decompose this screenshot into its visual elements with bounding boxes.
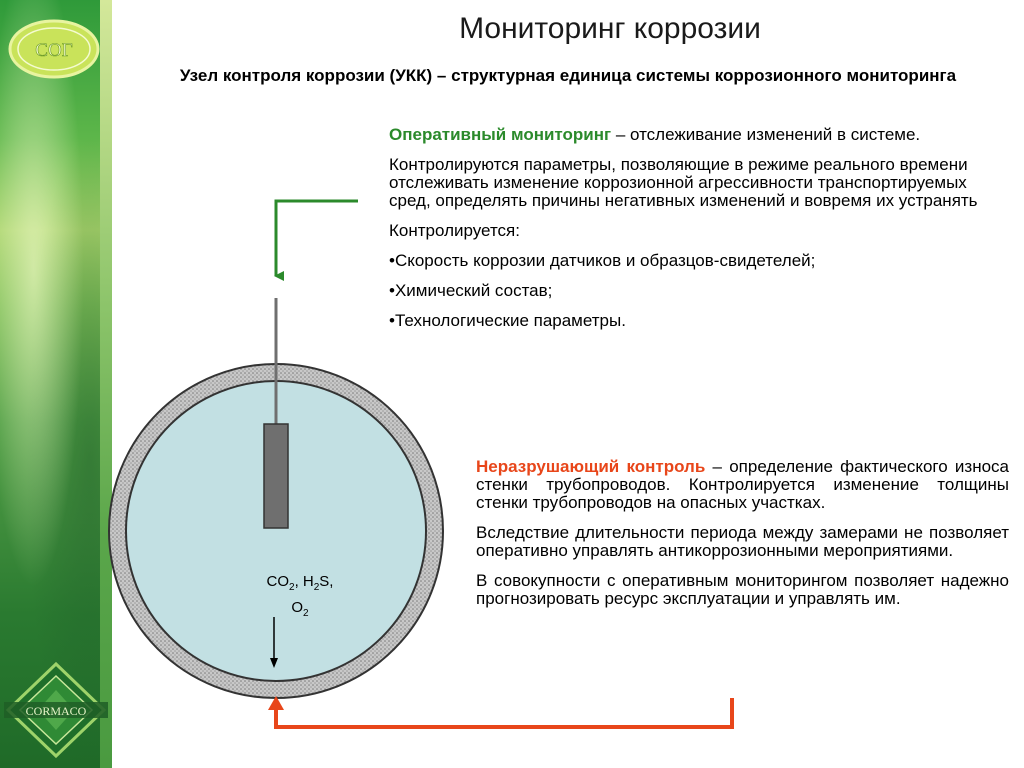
gas-s: S, bbox=[319, 573, 334, 590]
gas-h-sub: 2 bbox=[313, 582, 320, 593]
corrosion-probe bbox=[263, 423, 289, 529]
bottom-logo-text: CORMACO bbox=[26, 704, 87, 718]
page-title: Мониторинг коррозии bbox=[459, 12, 761, 45]
ndt-lead-paragraph: Неразрушающий контроль – определение фак… bbox=[476, 458, 1009, 512]
gas-arrow-head bbox=[270, 658, 278, 668]
page-subtitle: Узел контроля коррозии (УКК) – структурн… bbox=[179, 66, 957, 85]
bottom-logo: CORMACO bbox=[4, 661, 108, 759]
controlled-label: Контролируется: bbox=[389, 221, 520, 240]
bullet-item: •Технологические параметры. bbox=[389, 311, 626, 330]
ndt-arrow-line bbox=[274, 698, 734, 729]
top-logo-text: СОГ bbox=[35, 40, 72, 61]
decorative-sidebar bbox=[0, 0, 112, 768]
top-logo: СОГ bbox=[8, 19, 100, 79]
bullet-item: •Химический состав; bbox=[389, 281, 553, 300]
ndt-paragraph-3: В совокупности с оперативным мониторинго… bbox=[476, 571, 1009, 608]
operative-lead-paragraph: Оперативный мониторинг – отслеживание из… bbox=[389, 126, 1009, 144]
sidebar-strip bbox=[100, 0, 112, 768]
ndt-arrow-head bbox=[268, 696, 284, 710]
gas-o: O bbox=[291, 599, 304, 616]
operative-monitoring-block: Оперативный мониторинг – отслеживание из… bbox=[389, 126, 1009, 342]
gas-co: CO bbox=[266, 573, 290, 590]
operative-lead: Оперативный мониторинг bbox=[389, 125, 612, 144]
ndt-paragraph-2: Вследствие длительности периода между за… bbox=[476, 523, 1009, 560]
bullet-item: •Скорость коррозии датчиков и образцов-с… bbox=[389, 251, 816, 270]
operative-monitoring-arrow bbox=[274, 199, 358, 281]
ndt-block: Неразрушающий контроль – определение фак… bbox=[476, 458, 1009, 620]
operative-lead-rest: – отслеживание изменений в системе. bbox=[611, 125, 921, 144]
gas-composition-label: CO2, H2S, O2 bbox=[240, 572, 360, 624]
operative-paragraph: Контролируются параметры, позволяющие в … bbox=[389, 155, 978, 210]
gas-o-sub: 2 bbox=[303, 608, 309, 619]
gas-co-sub: 2 bbox=[289, 582, 295, 593]
ndt-lead-rest: – определение фактического износа стенки… bbox=[476, 457, 1009, 512]
ndt-lead: Неразрушающий контроль bbox=[476, 457, 706, 476]
sidebar-landscape-image bbox=[0, 0, 112, 768]
gas-h: , H bbox=[294, 573, 314, 590]
